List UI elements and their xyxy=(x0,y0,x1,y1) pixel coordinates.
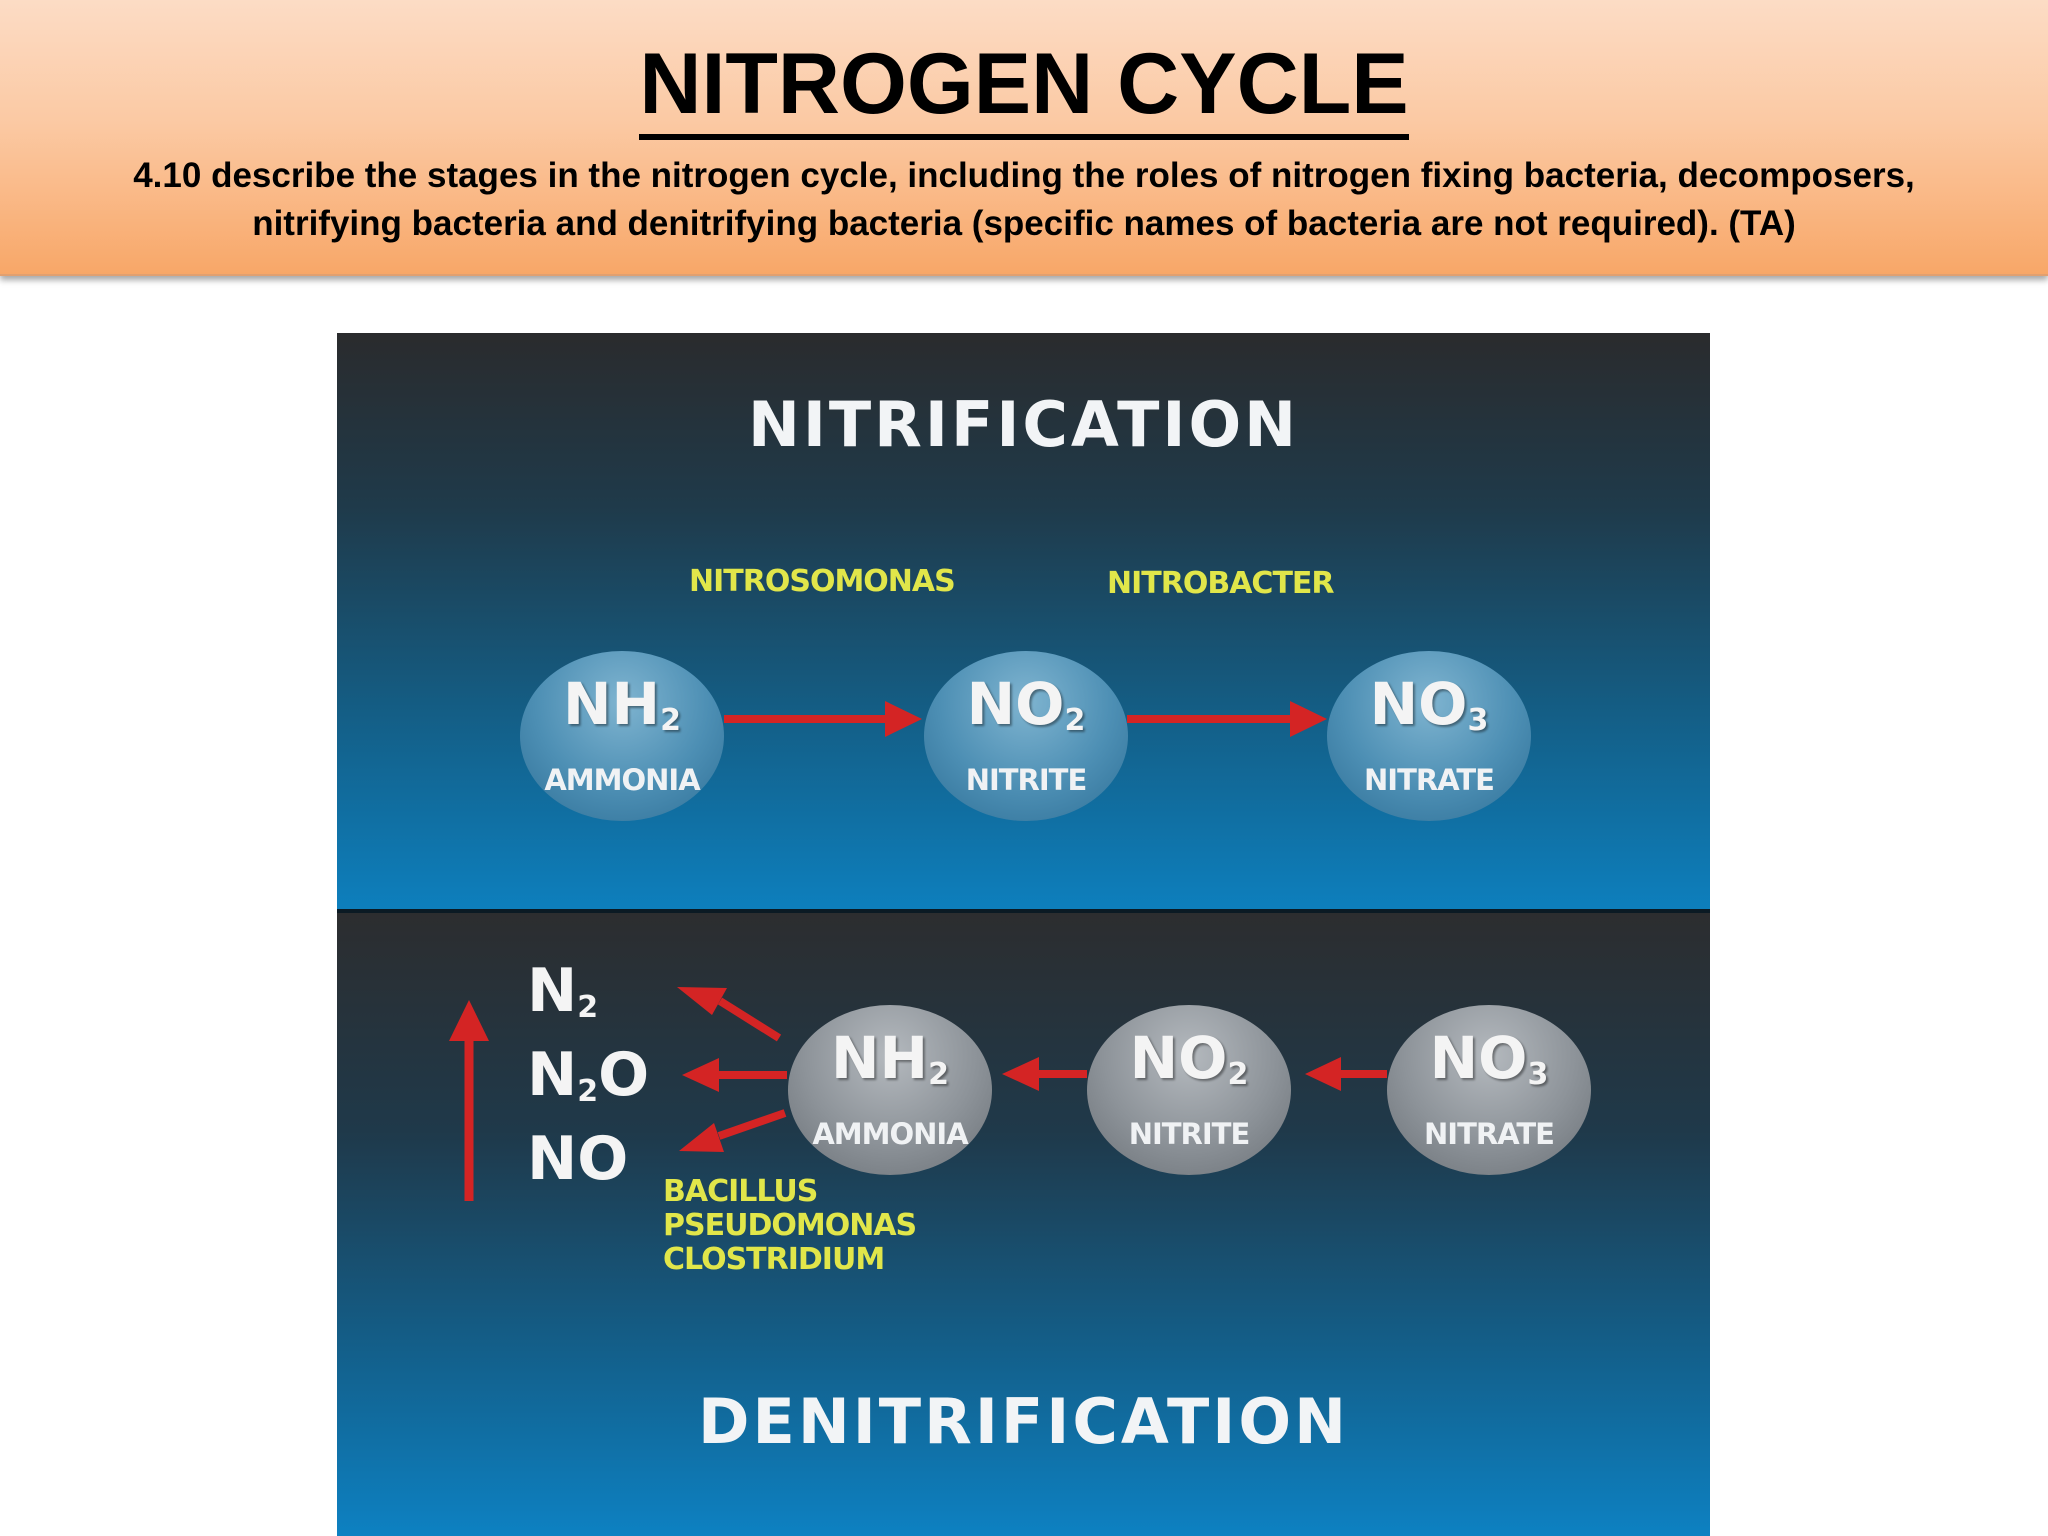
arrow-ammonia-to-no xyxy=(717,1109,787,1140)
bacteria-nitrobacter: NITROBACTER xyxy=(1107,566,1334,601)
nitrogen-cycle-diagram: NITRIFICATION NITROSOMONAS NITROBACTER N… xyxy=(337,333,1710,1536)
nitrite-formula-bottom: NO2 xyxy=(1129,1024,1249,1092)
nitrite-label-bottom: NITRITE xyxy=(1128,1117,1251,1151)
nitrate-label-bottom: NITRATE xyxy=(1424,1117,1555,1151)
panel-divider xyxy=(337,909,1710,913)
nitrate-circle-bottom: NO3 NITRATE xyxy=(1387,1005,1591,1175)
arrowhead-ammonia-to-nitrite xyxy=(885,701,922,737)
ammonia-label-bottom: AMMONIA xyxy=(812,1117,968,1151)
nitrite-circle-top: NO2 NITRITE xyxy=(924,651,1128,821)
bacteria-nitrosomonas: NITROSOMONAS xyxy=(689,564,956,599)
arrow-ammonia-to-n2 xyxy=(717,997,782,1042)
arrowhead-ammonia-to-n2o xyxy=(682,1058,719,1092)
gas-n2o: N2O xyxy=(527,1040,650,1110)
denitrification-title: DENITRIFICATION xyxy=(698,1385,1349,1458)
ammonia-circle-top: NH2 AMMONIA xyxy=(520,651,724,821)
nitrate-formula-bottom: NO3 xyxy=(1429,1024,1549,1092)
arrowhead-gas-release xyxy=(449,1000,489,1041)
arrowhead-nitrite-to-ammonia xyxy=(1002,1057,1039,1091)
bacteria-bacillus: BACILLUS xyxy=(663,1174,818,1209)
arrowhead-ammonia-to-no xyxy=(679,1123,724,1152)
gas-no: NO xyxy=(527,1124,629,1194)
bacteria-clostridium: CLOSTRIDIUM xyxy=(663,1242,885,1277)
nitrification-title: NITRIFICATION xyxy=(747,388,1300,461)
reaction-arrows xyxy=(449,701,1387,1201)
nitrate-label: NITRATE xyxy=(1364,763,1495,797)
slide-title: NITROGEN CYCLE xyxy=(0,34,2048,140)
arrowhead-nitrite-to-nitrate xyxy=(1290,701,1327,737)
ammonia-formula: NH2 xyxy=(563,670,681,738)
ammonia-circle-bottom: NH2 AMMONIA xyxy=(788,1005,992,1175)
nitrite-circle-bottom: NO2 NITRITE xyxy=(1087,1005,1291,1175)
nitrate-circle-top: NO3 NITRATE xyxy=(1327,651,1531,821)
slide-subtitle: 4.10 describe the stages in the nitrogen… xyxy=(133,156,1915,243)
title-banner: NITROGEN CYCLE 4.10 describe the stages … xyxy=(0,0,2048,276)
bacteria-pseudomonas: PSEUDOMONAS xyxy=(663,1208,917,1243)
nitrite-formula: NO2 xyxy=(966,670,1086,738)
nitrite-label: NITRITE xyxy=(965,763,1088,797)
ammonia-label: AMMONIA xyxy=(544,763,700,797)
gas-n2: N2 xyxy=(527,956,599,1026)
nitrate-formula: NO3 xyxy=(1369,670,1489,738)
arrowhead-ammonia-to-n2 xyxy=(677,987,727,1015)
ammonia-formula-bottom: NH2 xyxy=(831,1024,949,1092)
arrowhead-nitrate-to-nitrite xyxy=(1305,1057,1341,1091)
